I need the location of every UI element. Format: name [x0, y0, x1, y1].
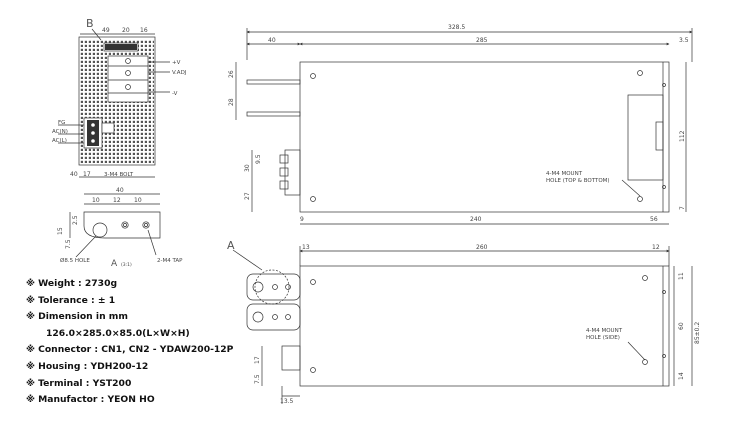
side-dim-11: 11 — [678, 272, 685, 280]
hole-note: Ø8.5 HOLE — [60, 257, 90, 264]
mount-hole-top-left — [310, 73, 316, 79]
top-dim-7: 7 — [679, 206, 686, 210]
detail-dim-10b: 10 — [134, 197, 142, 204]
detail-dim-15: 15 — [57, 227, 64, 235]
spec-dimension-value: 126.0×285.0×85.0(L×W×H) — [46, 327, 190, 339]
hole-8-5 — [92, 222, 108, 238]
top-body — [299, 61, 670, 213]
side-mount-note-1: 4-M4 MOUNT — [586, 328, 623, 334]
top-dim-27: 27 — [244, 192, 251, 200]
front-dim-40: 40 — [70, 171, 78, 178]
side-view-label: A — [227, 239, 235, 252]
top-dim-3-5: 3.5 — [679, 37, 689, 44]
front-body — [78, 36, 156, 166]
busbar-top — [246, 79, 301, 85]
busbar-outline — [83, 211, 161, 239]
side-dim-14: 14 — [678, 372, 685, 380]
bolt-note: 3-M4 BOLT — [104, 172, 134, 178]
front-dim-49: 49 — [102, 27, 110, 34]
terminal-v-adj: V.ADJ — [172, 70, 187, 76]
side-body — [299, 265, 670, 387]
front-dim-17: 17 — [83, 171, 91, 178]
spec-tolerance: ※ Tolerance : ± 1 — [26, 294, 116, 306]
top-dim-285: 285 — [476, 37, 488, 44]
detail-dim-10a: 10 — [92, 197, 100, 204]
top-view: 328.5 40 285 3.5 26 28 9.5 30 27 — [228, 24, 693, 225]
top-dim-112: 112 — [679, 130, 686, 142]
spec-housing: ※ Housing : YDH200-12 — [26, 360, 149, 372]
front-view-label: B — [86, 17, 94, 30]
side-dim-13: 13 — [302, 244, 310, 251]
top-dim-28: 28 — [228, 98, 235, 106]
side-mount-hole-3 — [310, 367, 316, 373]
top-dim-328-5: 328.5 — [448, 24, 465, 31]
top-dim-26: 26 — [228, 70, 235, 78]
spec-connector: ※ Connector : CN1, CN2 - YDAW200-12P — [26, 344, 234, 356]
tap-hole-2 — [142, 221, 150, 229]
front-dim-16: 16 — [140, 27, 148, 34]
side-mount-hole-4 — [642, 359, 648, 365]
detail-a-view: 40 10 12 10 15 7.5 2.5 Ø8.5 HOLE A (3:1)… — [57, 187, 183, 269]
tap-hole-1 — [121, 221, 129, 229]
side-bracket — [627, 94, 664, 181]
input-fg: FG — [58, 120, 65, 126]
input-ac-n: AC(N) — [52, 129, 68, 135]
side-dim-17: 17 — [254, 356, 261, 364]
busbar-lower-side — [246, 303, 301, 331]
mount-hole-bottom-left — [310, 196, 316, 202]
front-dim-20: 20 — [122, 27, 130, 34]
spec-manufacturer: ※ Manufactor : YEON HO — [26, 394, 155, 406]
mount-hole-bottom-right — [637, 196, 643, 202]
side-mount-hole-1 — [310, 279, 316, 285]
detail-a-callout — [254, 269, 290, 305]
side-dim-13-5: 13.5 — [280, 398, 294, 405]
side-dim-7-5: 7.5 — [254, 374, 261, 384]
side-dim-260: 260 — [476, 244, 488, 251]
tap-note: 2-M4 TAP — [157, 258, 183, 264]
terminal-minus-v: -V — [172, 91, 178, 97]
detail-dim-40: 40 — [116, 187, 124, 194]
side-view: A 13 260 12 11 60 85±0.2 — [227, 239, 701, 405]
detail-a-scale: (3:1) — [121, 262, 132, 268]
top-dim-40: 40 — [268, 37, 276, 44]
detail-dim-2-5: 2.5 — [72, 215, 79, 225]
top-dim-30: 30 — [244, 164, 251, 172]
side-mount-note-2: HOLE (SIDE) — [586, 335, 620, 341]
spec-weight: ※ Weight : 2730g — [26, 278, 118, 289]
front-view: B 49 20 16 +V V.ADJ -V — [52, 17, 187, 178]
busbar-bottom — [246, 111, 301, 117]
mount-hole-top-right — [637, 70, 643, 76]
top-dim-9: 9 — [300, 216, 304, 223]
side-mount-hole-2 — [642, 275, 648, 281]
detail-a-label: A — [111, 259, 118, 269]
detail-dim-7-5: 7.5 — [65, 239, 72, 249]
top-dim-56: 56 — [650, 216, 658, 223]
detail-dim-12: 12 — [113, 197, 121, 204]
top-dim-9-5: 9.5 — [255, 154, 262, 164]
spec-list: ※ Weight : 2730g ※ Tolerance : ± 1 ※ Dim… — [26, 276, 256, 409]
spec-dimension: ※ Dimension in mm — [26, 311, 128, 323]
side-dim-60: 60 — [678, 322, 685, 330]
side-dim-12: 12 — [652, 244, 660, 251]
side-dim-85: 85±0.2 — [694, 322, 701, 344]
input-ac-l: AC(L) — [52, 138, 67, 144]
spec-terminal: ※ Terminal : YST200 — [26, 377, 132, 389]
top-mount-note-1: 4-M4 MOUNT — [546, 171, 583, 177]
top-mount-note-2: HOLE (TOP & BOTTOM) — [546, 178, 610, 184]
top-dim-240: 240 — [470, 216, 482, 223]
terminal-plus-v: +V — [172, 60, 181, 66]
busbar-upper-side — [246, 273, 301, 301]
